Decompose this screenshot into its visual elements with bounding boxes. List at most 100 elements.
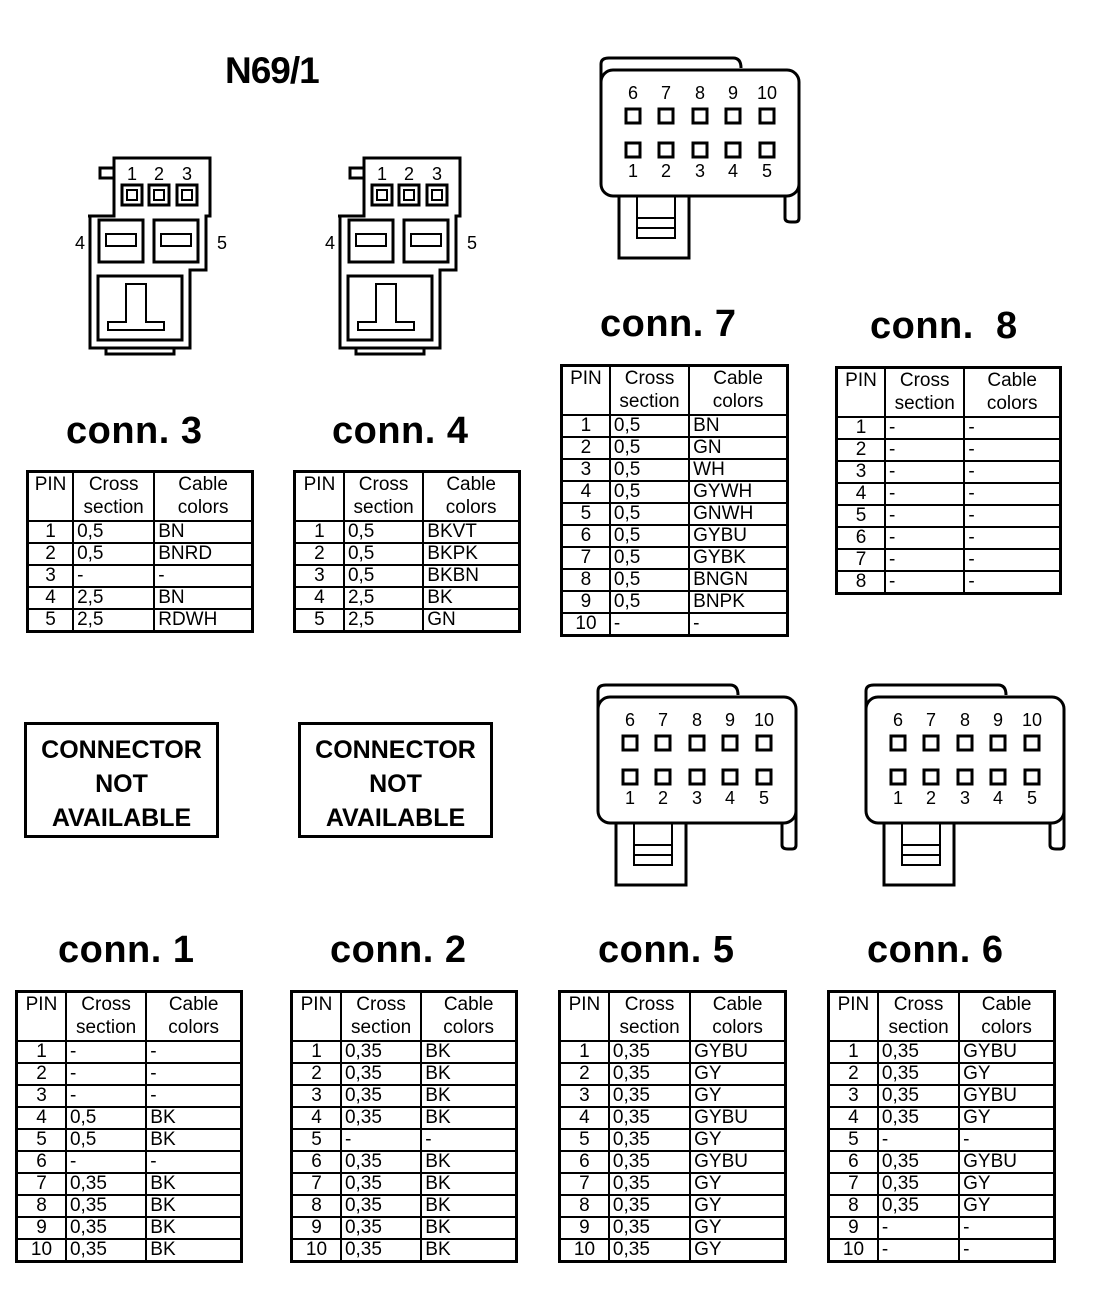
pin-number: 2 [560, 436, 611, 460]
na-line1: CONNECTOR [41, 736, 202, 764]
pin-label: 5 [467, 233, 477, 253]
pin-number: 7 [835, 548, 886, 572]
header-pin: PIN [290, 990, 342, 1042]
cross-section-value: 0,5 [608, 524, 691, 548]
pin-number: 4 [558, 1106, 610, 1130]
table-row: 1-- [15, 1040, 243, 1064]
pin-number: 3 [290, 1084, 342, 1108]
cross-section-value: 0,35 [607, 1216, 692, 1240]
cable-color-value: BN [153, 520, 254, 544]
cable-color-value: - [958, 1128, 1056, 1152]
cross-section-value: 0,35 [339, 1216, 423, 1240]
pin-number: 1 [558, 1040, 610, 1064]
cross-section-value: 0,35 [607, 1238, 692, 1263]
cross-section-value: 0,35 [607, 1106, 692, 1130]
pin-number: 3 [558, 1084, 610, 1108]
header-pin: PIN [26, 470, 75, 522]
conn2-title: conn. 2 [330, 929, 467, 971]
cable-color-value: - [420, 1128, 518, 1152]
pin-label: 3 [695, 161, 705, 181]
cable-color-value: GY [958, 1172, 1056, 1196]
cross-section-value: - [883, 438, 966, 462]
na-line2: NOT [95, 770, 148, 798]
cross-section-value: 0,5 [608, 502, 691, 526]
pin-label: 8 [692, 710, 702, 730]
pin-label: 5 [217, 233, 227, 253]
pin-number: 7 [558, 1172, 610, 1196]
pin-label: 9 [993, 710, 1003, 730]
pin-label: 6 [628, 83, 638, 103]
cross-section-value: - [883, 526, 966, 550]
pin-number: 3 [835, 460, 886, 484]
header-pin: PIN [558, 990, 610, 1042]
pin-number: 2 [827, 1062, 879, 1086]
cable-color-value: - [958, 1216, 1056, 1240]
pin-number: 4 [827, 1106, 879, 1130]
cross-section-value: 0,5 [608, 590, 691, 614]
table-row: 6-- [835, 526, 1062, 550]
na-line2: NOT [369, 770, 422, 798]
pin-label: 8 [695, 83, 705, 103]
cable-color-value: BK [145, 1194, 243, 1218]
pin-number: 1 [290, 1040, 342, 1064]
cable-color-value: BK [420, 1084, 518, 1108]
cable-color-value: GYBU [958, 1084, 1056, 1108]
pin-number: 2 [15, 1062, 67, 1086]
cross-section-value: 0,5 [608, 568, 691, 592]
pin-number: 6 [290, 1150, 342, 1174]
cable-color-value: GY [689, 1084, 787, 1108]
pin-number: 8 [558, 1194, 610, 1218]
cross-section-value: 0,5 [72, 542, 156, 566]
cable-color-value: - [963, 416, 1062, 440]
pin-number: 3 [15, 1084, 67, 1108]
pin-number: 9 [558, 1216, 610, 1240]
pin-label: 4 [993, 788, 1003, 808]
pin-number: 7 [15, 1172, 67, 1196]
cross-section-value: 0,5 [608, 480, 691, 504]
cross-section-value: 0,35 [64, 1172, 148, 1196]
table-row: 1-- [835, 416, 1062, 440]
pin-number: 2 [26, 542, 75, 566]
cable-color-value: GY [689, 1216, 787, 1240]
pin-number: 5 [290, 1128, 342, 1152]
cross-section-value: 0,35 [64, 1194, 148, 1218]
cross-section-value: - [64, 1040, 148, 1064]
cable-color-value: GNWH [688, 502, 789, 526]
na-line3: AVAILABLE [51, 804, 192, 832]
pin-number: 5 [293, 608, 345, 633]
pin-number: 4 [835, 482, 886, 506]
pin-number: 1 [26, 520, 75, 544]
cable-color-value: BK [422, 586, 521, 610]
cable-color-value: GN [422, 608, 521, 633]
cable-color-value: - [963, 460, 1062, 484]
cross-section-value: - [883, 570, 966, 595]
pin-label: 10 [754, 710, 774, 730]
cross-section-value: - [608, 612, 691, 637]
pin-number: 8 [835, 570, 886, 595]
pin-label: 5 [1027, 788, 1037, 808]
